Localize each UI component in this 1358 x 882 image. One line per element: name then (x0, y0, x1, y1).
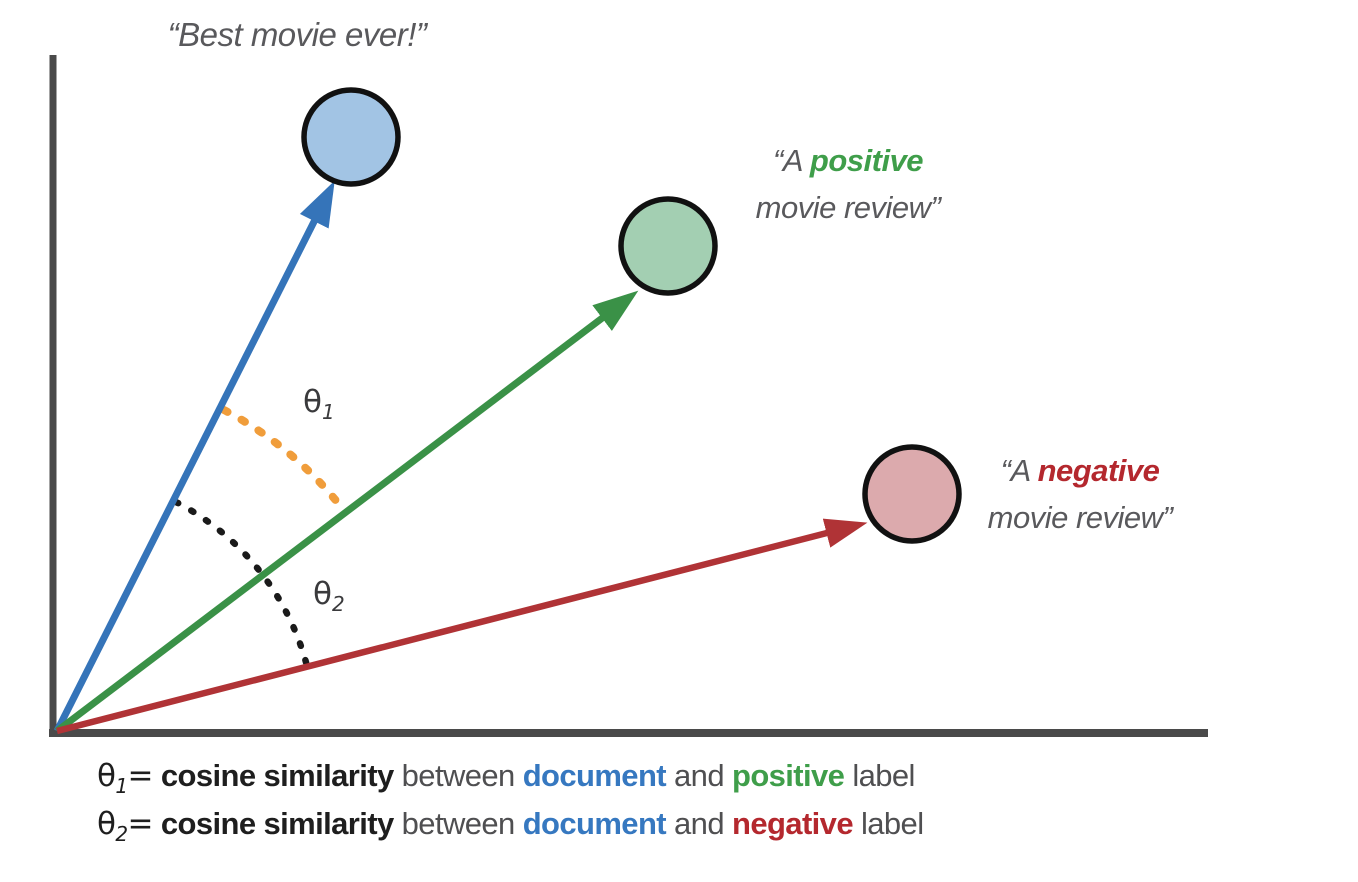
theta2-label: θ2 (313, 576, 345, 614)
negative-vector-arrow (56, 518, 868, 735)
positive-keyword: positive (809, 143, 924, 178)
negative-keyword-text: negative (1037, 453, 1160, 488)
positive-point (618, 196, 718, 296)
caption1-document: document (522, 758, 667, 793)
caption1-and: and (674, 758, 725, 793)
caption-line1: θ1= cosine similarity between document a… (97, 752, 923, 800)
caption1-label-word: label (852, 758, 915, 793)
caption2-theta: θ2= (97, 806, 153, 847)
document-point (301, 87, 401, 187)
theta2-symbol: θ (313, 576, 332, 612)
caption1-cosine-similarity: cosine similarity (160, 758, 394, 793)
positive-quote-label: “A positive movie review” (756, 138, 941, 231)
caption1-theta: θ1= (97, 758, 153, 799)
theta1-arc (220, 406, 349, 516)
document-vector-arrow (53, 180, 335, 733)
caption2-and: and (674, 806, 725, 841)
positive-quote-line2: movie review” (755, 189, 941, 225)
negative-quote-line2: movie review” (987, 499, 1173, 535)
caption2-document: document (522, 806, 667, 841)
caption: θ1= cosine similarity between document a… (97, 752, 924, 848)
caption2-between: between (401, 806, 516, 841)
positive-keyword-text: positive (809, 143, 924, 178)
theta2-subscript: 2 (331, 592, 345, 617)
negative-quote-open: “A (1000, 453, 1038, 488)
negative-quote-label: “A negative movie review” (988, 448, 1173, 541)
negative-point (862, 444, 962, 544)
caption1-positive: positive (731, 758, 845, 793)
caption2-cosine-similarity: cosine similarity (160, 806, 394, 841)
positive-vector-arrow (54, 290, 639, 734)
negative-keyword: negative (1038, 453, 1160, 488)
positive-quote-open: “A (772, 143, 810, 178)
theta2-arc (172, 498, 311, 670)
theta1-subscript: 1 (321, 400, 335, 425)
theta1-label: θ1 (303, 384, 335, 422)
caption2-negative: negative (731, 806, 854, 841)
caption-line2: θ2= cosine similarity between document a… (97, 800, 924, 848)
document-quote-label: “Best movie ever!” (167, 16, 427, 53)
caption1-between: between (401, 758, 516, 793)
caption2-label-word: label (860, 806, 924, 841)
theta1-symbol: θ (303, 384, 322, 420)
